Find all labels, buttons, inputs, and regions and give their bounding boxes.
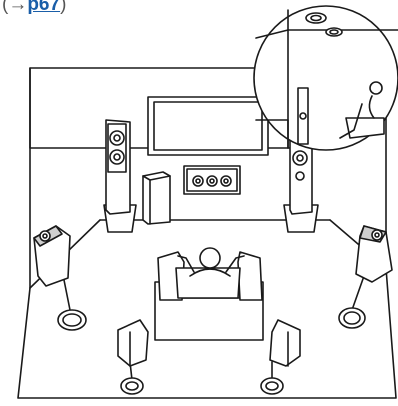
surround-right-speaker-icon (339, 226, 392, 328)
center-speaker-icon (184, 166, 240, 194)
surround-back-right-speaker-icon (261, 320, 300, 394)
subwoofer-icon (143, 172, 170, 224)
surround-back-left-speaker-icon (118, 320, 148, 394)
sofa-listener-icon (155, 248, 263, 340)
tv-icon (148, 97, 268, 155)
ceiling-speaker-zoom-icon (254, 6, 398, 150)
